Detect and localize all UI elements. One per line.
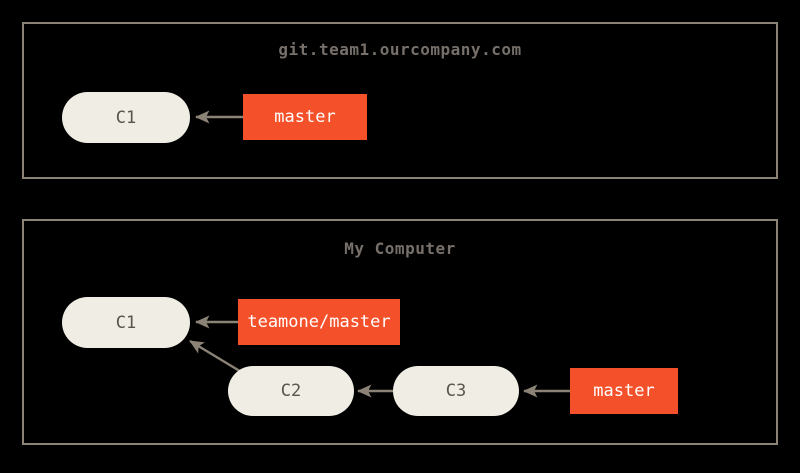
branch-label-master-remote[interactable]: master — [243, 94, 367, 140]
branch-label-teamone-master-local[interactable]: teamone/master — [238, 299, 400, 345]
commit-node-c2-local[interactable]: C2 — [228, 366, 354, 416]
branch-label-master-local[interactable]: master — [570, 368, 678, 414]
panel-local-title: My Computer — [344, 239, 456, 258]
commit-node-c1-local[interactable]: C1 — [62, 297, 190, 348]
commit-node-c3-local[interactable]: C3 — [393, 366, 519, 416]
commit-node-c1-remote[interactable]: C1 — [62, 92, 190, 143]
panel-remote-title: git.team1.ourcompany.com — [278, 40, 522, 59]
